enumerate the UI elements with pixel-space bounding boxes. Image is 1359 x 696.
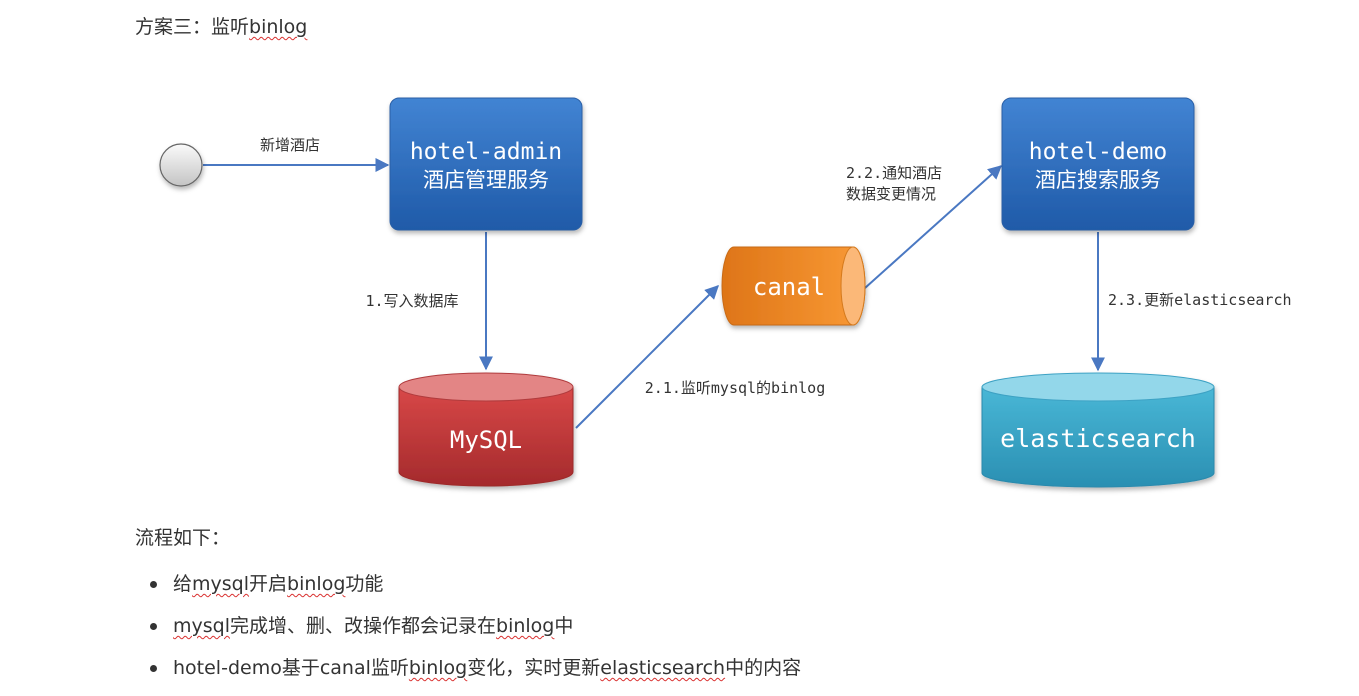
hotel-demo-subtitle: 酒店搜索服务	[1035, 168, 1161, 192]
step-2-1-label: 2.1.监听mysql的binlog	[645, 379, 825, 397]
step-1-label: 1.写入数据库	[365, 292, 458, 310]
mysql-label: MySQL	[450, 426, 522, 454]
hotel-demo-title: hotel-demo	[1029, 139, 1167, 165]
flow-heading: 流程如下：	[135, 527, 231, 549]
heading-binlog-word: binlog	[249, 16, 308, 38]
arrow-mysql-to-canal	[575, 285, 719, 429]
start-arrow-label: 新增酒店	[260, 136, 320, 154]
step-2-2-label-line2: 数据变更情况	[846, 185, 936, 203]
architecture-diagram: hotel-admin 酒店管理服务 hotel-demo 酒店搜索服务 can…	[159, 97, 1292, 488]
step-2-2-label-line1: 2.2.通知酒店	[846, 164, 942, 182]
flow-steps-list: 给mysql开启binlog功能 mysql完成增、删、改操作都会记录在binl…	[150, 570, 801, 696]
hotel-admin-title: hotel-admin	[410, 139, 562, 165]
flow-step: mysql完成增、删、改操作都会记录在binlog中	[150, 612, 801, 654]
arrow-canal-to-demo	[864, 165, 1003, 289]
mysql-database	[398, 372, 574, 487]
elasticsearch-database	[981, 372, 1215, 488]
flow-step: 给mysql开启binlog功能	[150, 570, 801, 612]
start-node	[159, 143, 203, 187]
elasticsearch-label: elasticsearch	[1000, 424, 1196, 453]
hotel-admin-box: hotel-admin 酒店管理服务	[389, 97, 583, 231]
flow-step: hotel-demo基于canal监听binlog变化，实时更新elastics…	[150, 654, 801, 696]
canal-label: canal	[753, 273, 825, 301]
step-2-3-label: 2.3.更新elasticsearch	[1108, 291, 1292, 309]
hotel-demo-box: hotel-demo 酒店搜索服务	[1001, 97, 1195, 231]
canal-queue	[721, 246, 866, 326]
heading-prefix: 方案三：监听	[135, 16, 250, 38]
page-heading: 方案三：监听binlog	[135, 13, 307, 41]
hotel-admin-subtitle: 酒店管理服务	[423, 168, 549, 192]
